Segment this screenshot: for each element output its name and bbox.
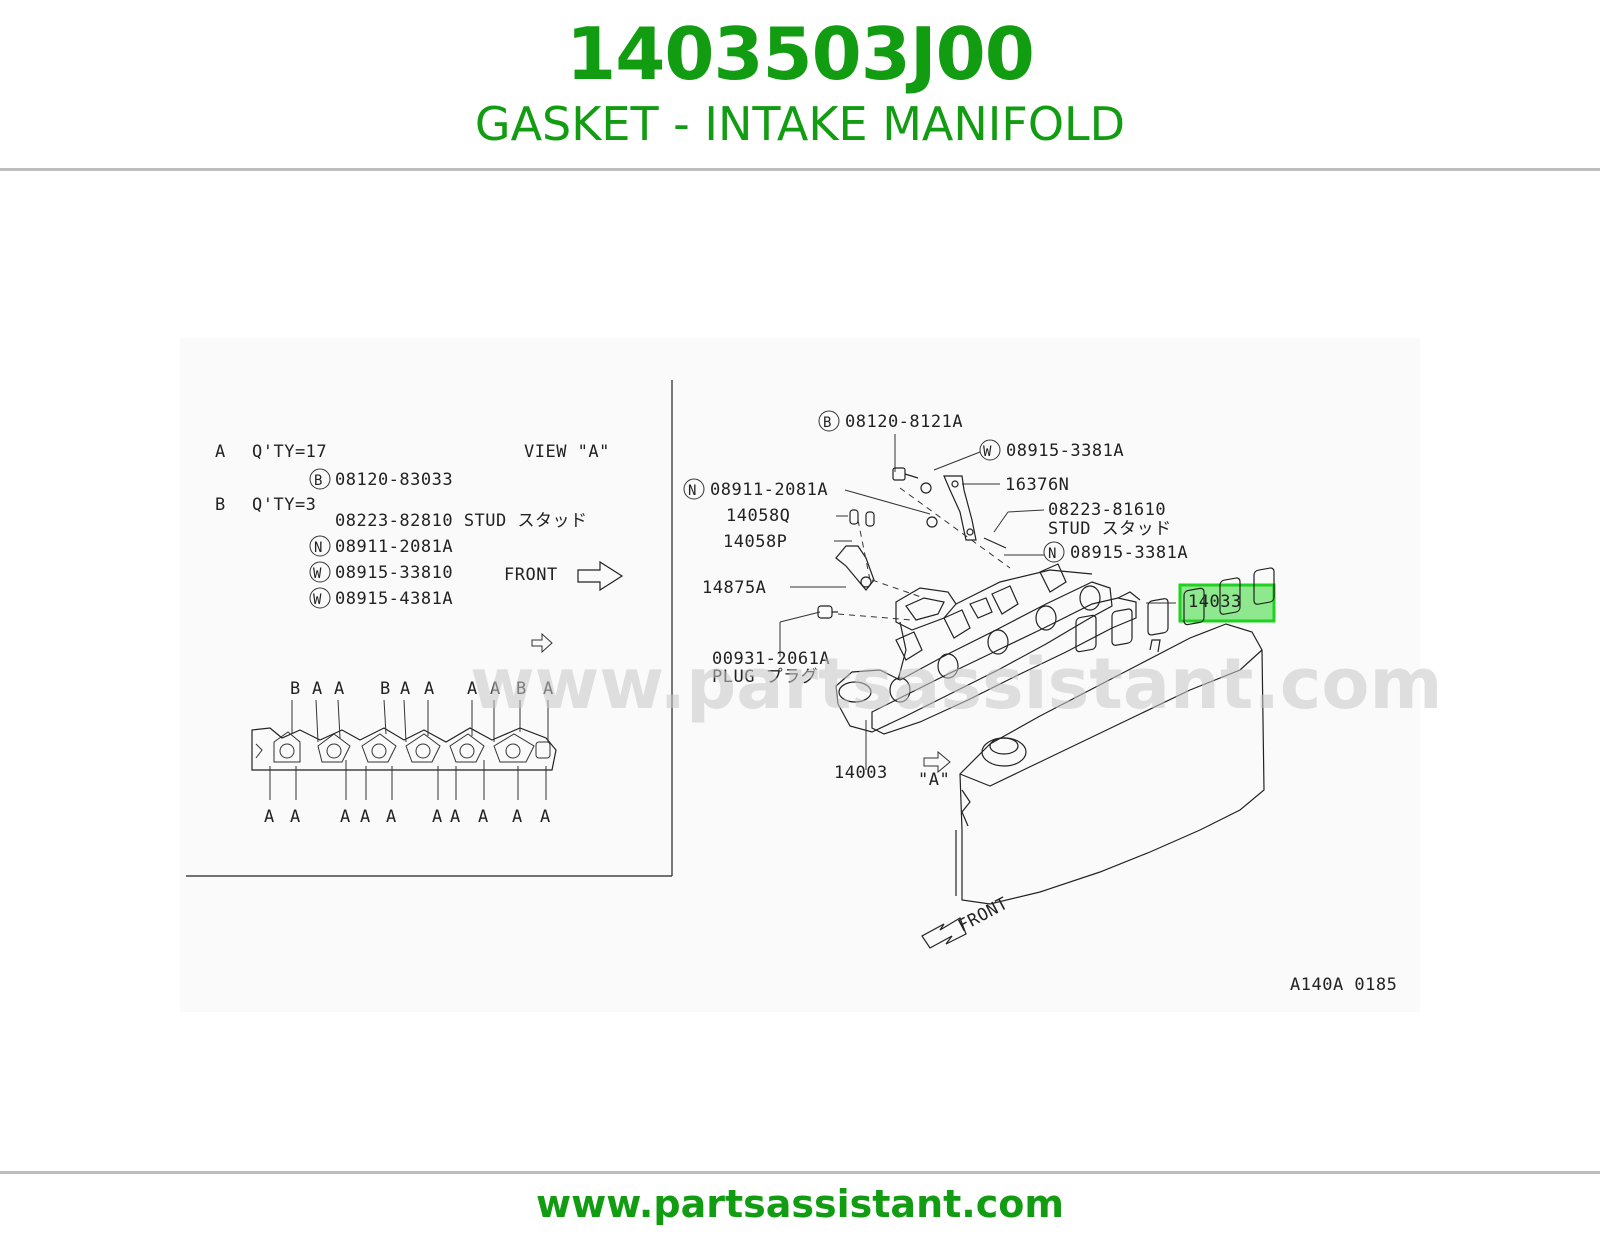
svg-text:B: B (823, 415, 832, 431)
qty-b-label: Q'TY=3 (252, 495, 316, 515)
top-letter: A (424, 679, 435, 699)
callout-14003: 14003 (834, 763, 888, 783)
header-divider (0, 168, 1600, 171)
svg-text:W: W (313, 592, 322, 608)
bottom-letter: A (478, 807, 489, 827)
view-a-flange-drawing (251, 699, 557, 800)
intake-manifold-drawing (835, 563, 1113, 733)
view-a-marker-label: "A" (918, 770, 950, 790)
page-header: 1403503J00 GASKET - INTAKE MANIFOLD (0, 0, 1600, 168)
callout-08223-81610: 08223-81610 (1048, 500, 1166, 520)
callout-16376n: 16376N (1005, 475, 1069, 495)
qty-a-key: A (215, 442, 226, 462)
part-number-title: 1403503J00 (566, 12, 1035, 96)
highlighted-part-box[interactable] (1178, 583, 1276, 623)
nut-badge-icon: N (1043, 541, 1065, 563)
footer-divider (0, 1171, 1600, 1174)
view-a-front-label: FRONT (504, 565, 558, 585)
view-a-title: VIEW "A" (524, 442, 610, 462)
callout-08915-3381a-bottom: 08915-3381A (1070, 543, 1188, 563)
bottom-letter: A (432, 807, 443, 827)
part-name-subtitle: GASKET - INTAKE MANIFOLD (474, 97, 1126, 151)
stud-icon (983, 537, 1007, 549)
top-letter: A (334, 679, 345, 699)
view-a-bottom-letters: A A A A A A A A A A (264, 807, 551, 827)
top-letter: A (490, 679, 501, 699)
top-letter: B (380, 679, 391, 699)
callout-14058q: 14058Q (726, 506, 790, 526)
top-letter: A (467, 679, 478, 699)
bolt-badge-icon: B (818, 410, 840, 432)
hose-fitting-icon (835, 509, 875, 591)
top-letter: B (290, 679, 301, 699)
washer-badge-icon: W (979, 439, 1001, 461)
footer-url[interactable]: www.partsassistant.com (536, 1182, 1064, 1226)
nut-badge-icon: N (683, 478, 705, 500)
parts-diagram-panel (180, 338, 1420, 1012)
leader-lines (779, 434, 1176, 770)
bracket-16376n-icon (943, 475, 977, 541)
qty-b-part-4: 08915-4381A (335, 589, 453, 609)
bottom-letter: A (450, 807, 461, 827)
cylinder-head-drawing (955, 567, 1275, 905)
qty-a-label: Q'TY=17 (252, 442, 327, 462)
washer-badge-icon: W (309, 561, 331, 583)
bolt-icon (892, 467, 919, 481)
small-arrow-icon (531, 632, 553, 654)
front-arrow-icon (577, 560, 624, 592)
plug-icon (817, 605, 838, 619)
bottom-letter: A (360, 807, 371, 827)
svg-text:W: W (983, 444, 992, 460)
bottom-letter: A (340, 807, 351, 827)
top-letter: A (312, 679, 323, 699)
top-letter: A (543, 679, 554, 699)
gasket-14033-drawing (871, 591, 1141, 735)
qty-b-key: B (215, 495, 226, 515)
nut-badge-icon: N (309, 535, 331, 557)
callout-08915-3381a-top: 08915-3381A (1006, 441, 1124, 461)
svg-text:N: N (688, 483, 697, 499)
bottom-letter: A (386, 807, 397, 827)
callout-14058p: 14058P (723, 532, 787, 552)
bottom-letter: A (540, 807, 551, 827)
washer-icon (920, 482, 938, 528)
callout-08911-2081a: 08911-2081A (710, 480, 828, 500)
callout-plug: PLUG プラグ (712, 667, 818, 687)
bottom-letter: A (512, 807, 523, 827)
watermark: www.partsassistant.com (470, 643, 1442, 725)
view-a-marker-icon (923, 750, 951, 774)
view-a-top-letters: B A A B A A A A B A (290, 679, 554, 699)
top-letter: B (516, 679, 527, 699)
top-letter: A (400, 679, 411, 699)
figure-code: A140A 0185 (1290, 975, 1397, 995)
assembly-dashed-lines (837, 487, 1011, 621)
qty-b-part-2: 08911-2081A (335, 537, 453, 557)
bolt-badge-icon: B (309, 468, 331, 490)
svg-text:B: B (314, 473, 323, 489)
svg-text:W: W (313, 566, 322, 582)
callout-14033-highlighted[interactable]: 14033 (1188, 592, 1242, 612)
callout-14875a: 14875A (702, 578, 766, 598)
qty-b-part-3: 08915-33810 (335, 563, 453, 583)
qty-b-part-1: 08223-82810 STUD スタッド (335, 511, 588, 531)
callout-00931-2061a: 00931-2061A (712, 649, 830, 669)
engine-front-arrow-icon (921, 917, 967, 949)
svg-text:N: N (1048, 546, 1057, 562)
callout-stud: STUD スタッド (1048, 519, 1172, 539)
bottom-letter: A (290, 807, 301, 827)
bottom-letter: A (264, 807, 275, 827)
callout-08120-8121a: 08120-8121A (845, 412, 963, 432)
washer-badge-icon: W (309, 587, 331, 609)
svg-text:N: N (314, 540, 323, 556)
qty-a-part-1: 08120-83033 (335, 470, 453, 490)
